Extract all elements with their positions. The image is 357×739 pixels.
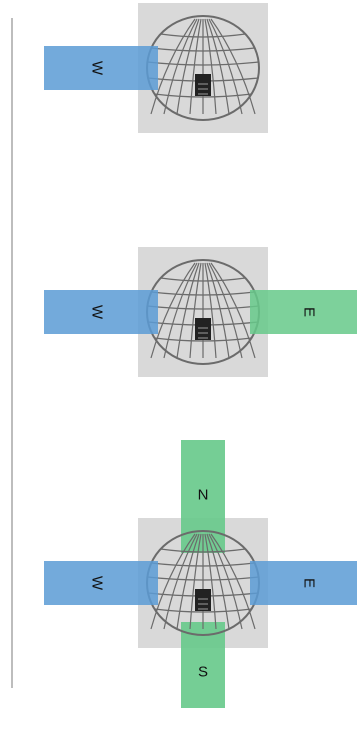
globe-meridian-line bbox=[176, 262, 200, 359]
west-band: W bbox=[44, 561, 158, 605]
dark-marker-icon bbox=[195, 74, 211, 96]
globe-meridian-line bbox=[189, 533, 202, 630]
globe-meridian-line bbox=[206, 18, 230, 115]
east-band-fill bbox=[250, 290, 357, 334]
globe-meridian-line bbox=[163, 533, 198, 630]
globe-meridian-line bbox=[150, 262, 196, 359]
globe-meridian-line bbox=[206, 262, 230, 359]
panel-1: W bbox=[44, 3, 268, 133]
globe-meridian-line bbox=[204, 18, 217, 115]
marker-body bbox=[195, 74, 211, 96]
west-band-fill bbox=[44, 290, 158, 334]
globe-meridian-line bbox=[210, 262, 256, 359]
south-band: S bbox=[181, 622, 225, 708]
globe-meridian-line bbox=[208, 18, 243, 115]
globe-meridian-line bbox=[208, 262, 243, 359]
band-label: S bbox=[198, 664, 208, 681]
globe-meridian-line bbox=[163, 262, 198, 359]
globe-meridian-line bbox=[150, 533, 196, 630]
globe-meridian-line bbox=[206, 533, 230, 630]
east-band: E bbox=[250, 290, 357, 334]
band-label: E bbox=[301, 578, 318, 588]
globe-meridian-line bbox=[204, 533, 217, 630]
globe-meridian-line bbox=[189, 18, 202, 115]
dark-marker-icon bbox=[195, 589, 211, 611]
globe-meridian-line bbox=[176, 18, 200, 115]
west-band: W bbox=[44, 290, 158, 334]
globe-meridian-line bbox=[176, 533, 200, 630]
globe-meridian-line bbox=[208, 533, 243, 630]
band-label: W bbox=[89, 61, 106, 76]
band-label: E bbox=[301, 307, 318, 317]
band-label: W bbox=[89, 576, 106, 591]
west-band-fill bbox=[44, 46, 158, 90]
panel-3: N S W E bbox=[44, 440, 357, 708]
dark-marker-icon bbox=[195, 318, 211, 340]
east-band-fill bbox=[250, 561, 357, 605]
globe-meridian-line bbox=[189, 262, 202, 359]
globe-meridian-line bbox=[210, 533, 256, 630]
globe-meridian-line bbox=[204, 262, 217, 359]
marker-body bbox=[195, 589, 211, 611]
globe-meridian-line bbox=[163, 18, 198, 115]
marker-body bbox=[195, 318, 211, 340]
band-label: N bbox=[198, 487, 209, 504]
globe-grid-icon bbox=[146, 15, 260, 121]
south-band-fill bbox=[181, 622, 225, 708]
east-band: E bbox=[250, 561, 357, 605]
west-band-fill bbox=[44, 561, 158, 605]
globe-meridian-line bbox=[150, 18, 196, 115]
west-band: W bbox=[44, 46, 158, 90]
band-label: W bbox=[89, 305, 106, 320]
globe-meridian-line bbox=[210, 18, 256, 115]
